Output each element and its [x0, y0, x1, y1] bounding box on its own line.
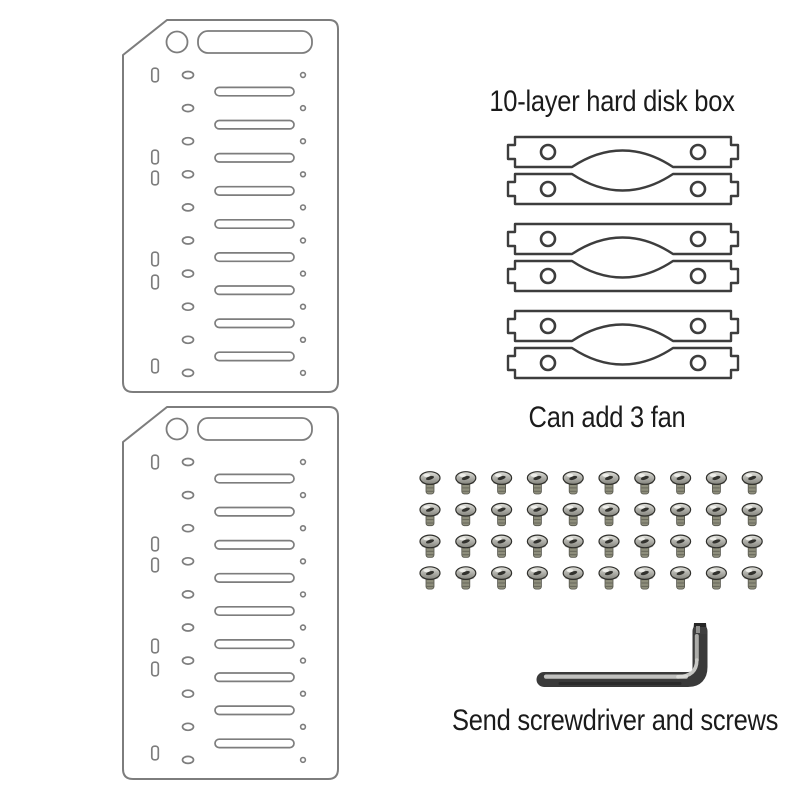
screw — [490, 471, 513, 495]
screw — [598, 471, 620, 495]
screw — [419, 566, 441, 590]
screws-grid-photo — [419, 471, 763, 590]
screw — [598, 566, 620, 590]
screw — [526, 502, 548, 527]
screw — [562, 502, 584, 527]
screw — [490, 502, 513, 527]
screw — [455, 566, 477, 590]
hdd-side-panel-bottom-drawing — [122, 406, 339, 780]
hdd-side-panel-top-drawing — [122, 19, 339, 393]
screw — [705, 566, 727, 590]
screw — [634, 471, 656, 495]
screw — [598, 502, 620, 527]
screw — [741, 471, 763, 495]
fan-bracket-set-drawing — [506, 135, 740, 380]
screw — [490, 534, 513, 558]
screw — [562, 566, 584, 590]
screw — [419, 534, 441, 558]
title-text: 10-layer hard disk box — [489, 85, 735, 118]
screw — [741, 534, 763, 558]
included-note-text: Send screwdriver and screws — [452, 704, 779, 737]
screw — [670, 566, 692, 590]
screw — [634, 566, 656, 590]
screw — [490, 566, 513, 590]
screw — [526, 471, 548, 495]
screw — [419, 502, 441, 527]
screw — [526, 566, 548, 590]
screw — [455, 471, 477, 495]
screw — [419, 471, 441, 495]
screw — [526, 534, 548, 558]
screw — [741, 566, 763, 590]
screw — [562, 471, 584, 495]
screw — [670, 502, 692, 527]
screw — [455, 534, 477, 558]
screw — [705, 471, 727, 495]
screw — [670, 471, 692, 495]
screw — [634, 534, 656, 558]
screw — [741, 502, 763, 527]
screw — [562, 534, 584, 558]
screw — [455, 502, 477, 527]
fan-note-text: Can add 3 fan — [528, 401, 686, 434]
screw — [634, 502, 656, 527]
screw — [670, 534, 692, 558]
screw — [705, 502, 727, 527]
screw — [598, 534, 620, 558]
screw — [705, 534, 727, 558]
allen-key-photo — [536, 623, 708, 687]
